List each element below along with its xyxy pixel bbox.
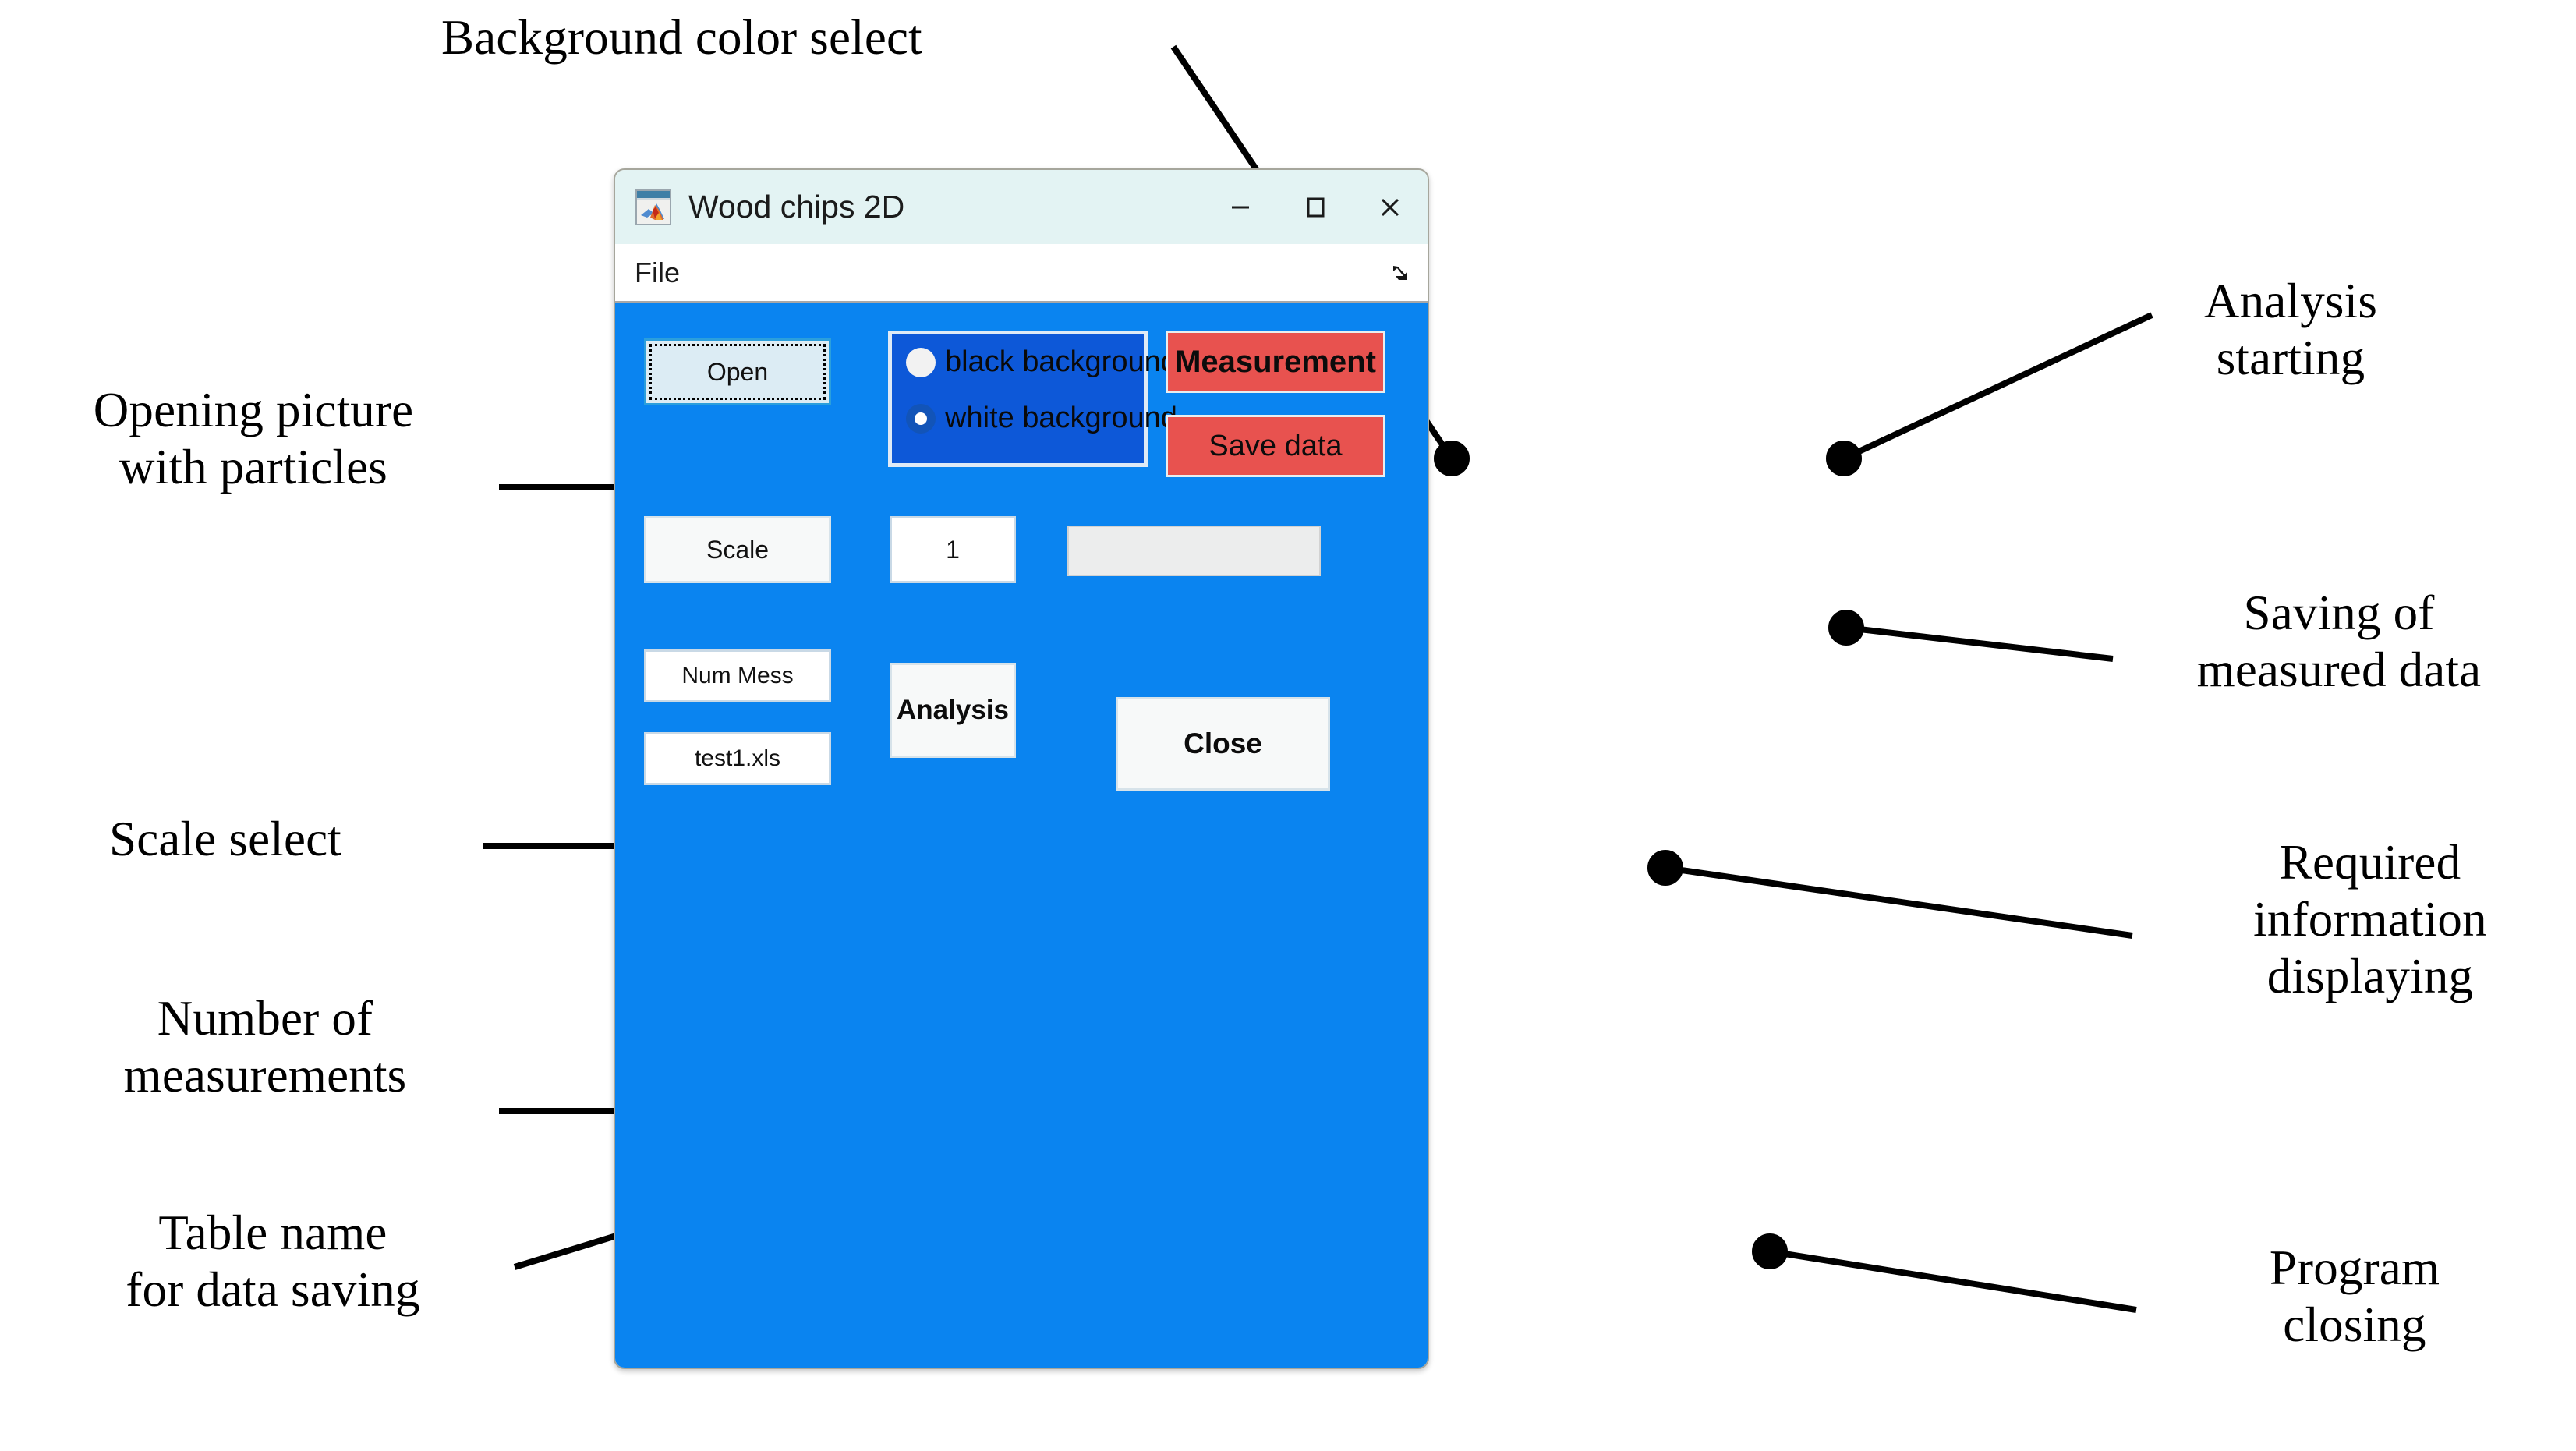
measurement-button-label: Measurement: [1175, 344, 1376, 379]
close-program-button-label: Close: [1184, 727, 1262, 759]
client-area: Open black background white background M…: [615, 303, 1428, 1368]
scale-value-text: 1: [946, 535, 960, 564]
annotation-analysis-starting: Analysis starting: [2203, 274, 2378, 386]
window-title: Wood chips 2D: [688, 189, 905, 225]
num-mess-input[interactable]: Num Mess: [644, 649, 831, 702]
maximize-icon[interactable]: [1278, 170, 1353, 244]
annotation-required-information: Required information displaying: [2253, 835, 2487, 1004]
scale-button-label: Scale: [706, 535, 770, 564]
open-button[interactable]: Open: [644, 338, 831, 405]
annotation-program-closing: Program closing: [2269, 1240, 2440, 1353]
save-data-button-label: Save data: [1208, 429, 1343, 462]
radio-black-background[interactable]: black background: [906, 345, 1177, 379]
analysis-button-label: Analysis: [897, 695, 1009, 725]
scale-value-input[interactable]: 1: [890, 516, 1016, 583]
open-button-label: Open: [706, 357, 769, 386]
radio-off-icon: [906, 347, 936, 377]
table-name-input[interactable]: test1.xls: [644, 732, 831, 785]
annotation-background-color-select: Background color select: [441, 10, 922, 65]
minimize-icon[interactable]: [1203, 170, 1278, 244]
radio-white-background[interactable]: white background: [906, 402, 1177, 435]
analysis-button[interactable]: Analysis: [890, 663, 1016, 758]
matlab-membrane-icon: [635, 189, 671, 225]
radio-on-icon: [906, 403, 936, 434]
save-data-button[interactable]: Save data: [1166, 415, 1385, 477]
radio-black-background-label: black background: [945, 345, 1177, 378]
radio-white-background-label: white background: [945, 402, 1177, 434]
annotation-table-name: Table name for data saving: [126, 1205, 420, 1318]
close-program-button[interactable]: Close: [1116, 697, 1330, 791]
close-icon[interactable]: [1353, 170, 1428, 244]
num-mess-text: Num Mess: [681, 663, 794, 688]
information-display-panel: [1067, 526, 1321, 576]
measurement-button[interactable]: Measurement: [1166, 331, 1385, 393]
annotation-number-of-measurements: Number of measurements: [123, 991, 407, 1103]
background-color-radio-group: black background white background: [888, 331, 1177, 467]
table-name-text: test1.xls: [694, 745, 781, 771]
menu-bar: File: [615, 244, 1428, 303]
window-controls: [1203, 170, 1428, 244]
annotation-saving-measured-data: Saving of measured data: [2196, 586, 2482, 698]
resize-arrow-icon[interactable]: [1389, 261, 1412, 285]
annotation-opening-picture: Opening picture with particles: [93, 383, 414, 495]
title-bar: Wood chips 2D: [615, 170, 1428, 244]
menu-item-file[interactable]: File: [635, 256, 681, 288]
scale-button[interactable]: Scale: [644, 516, 831, 583]
annotation-scale-select: Scale select: [109, 812, 341, 866]
application-window: Wood chips 2D File: [614, 168, 1429, 1369]
